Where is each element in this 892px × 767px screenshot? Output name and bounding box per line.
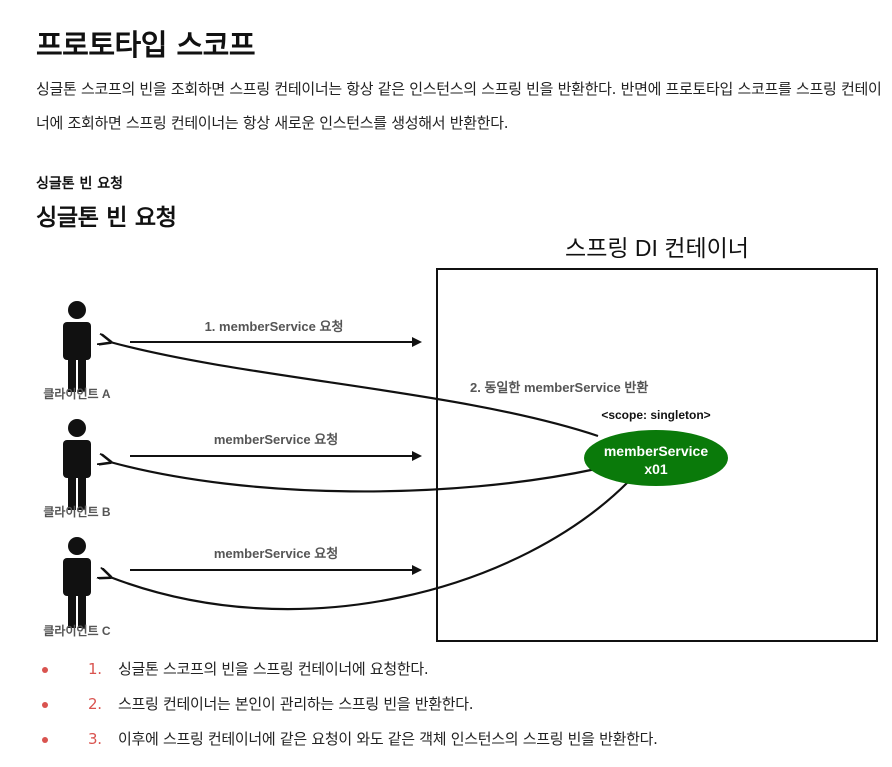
scope-label: <scope: singleton> xyxy=(601,408,710,422)
return-curve-b xyxy=(110,462,597,493)
client-a-label: 클라이언트 A xyxy=(43,386,111,401)
client-b-label: 클라이언트 B xyxy=(43,504,111,519)
bean-instance: x01 xyxy=(644,461,668,477)
container-title: 스프링 DI 컨테이너 xyxy=(565,235,749,261)
step-number: 1. xyxy=(88,660,102,678)
bean-name: memberService xyxy=(604,443,709,459)
request-label-a: 1. memberService 요청 xyxy=(205,319,344,334)
member-service-bean xyxy=(584,430,728,486)
request-label-c: memberService 요청 xyxy=(214,546,338,561)
client-c-label: 클라이언트 C xyxy=(43,623,111,638)
client-c-figure xyxy=(63,537,91,628)
return-curve-c xyxy=(110,481,629,611)
subheading-large: 싱글톤 빈 요청 xyxy=(36,205,177,231)
bullet-icon xyxy=(42,737,48,743)
step-text: 이후에 스프링 컨테이너에 같은 요청이 와도 같은 객체 인스턴스의 스프링 … xyxy=(118,730,658,748)
bullet-icon xyxy=(42,667,48,673)
client-a-figure xyxy=(63,301,91,392)
singleton-diagram: 스프링 DI 컨테이너 클라이언트 A 클라이언트 B 클라이언트 C 1. m… xyxy=(43,235,878,642)
step-text: 스프링 컨테이너는 본인이 관리하는 스프링 빈을 반환한다. xyxy=(118,695,474,713)
client-b-figure xyxy=(63,419,91,510)
intro-paragraph: 싱글톤 스코프의 빈을 조회하면 스프링 컨테이너는 항상 같은 인스턴스의 스… xyxy=(36,80,882,132)
subheading-small: 싱글톤 빈 요청 xyxy=(36,176,124,192)
container-box xyxy=(436,268,878,642)
return-label: 2. 동일한 memberService 반환 xyxy=(470,380,648,395)
step-text: 싱글톤 스코프의 빈을 스프링 컨테이너에 요청한다. xyxy=(118,660,429,678)
step-number: 2. xyxy=(88,695,102,713)
bullet-icon xyxy=(42,702,48,708)
step-number: 3. xyxy=(88,730,102,748)
return-curve-a xyxy=(110,342,599,438)
request-label-b: memberService 요청 xyxy=(214,432,338,447)
page-title: 프로토타입 스코프 xyxy=(36,28,256,62)
